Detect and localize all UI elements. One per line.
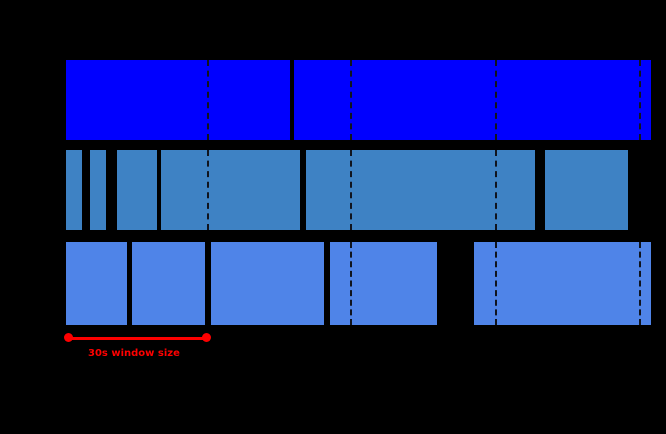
timeline-lane-track-3 [0,242,666,325]
window-marker-line [207,150,209,230]
window-marker-line [350,242,352,325]
timeline-lane-track-2 [0,150,666,230]
window-marker-line [207,60,209,140]
window-size-annotation-line [68,337,207,340]
timeline-lane-track-1 [0,60,666,140]
window-marker-line [639,60,641,140]
timeline-segment[interactable] [132,242,205,325]
window-marker-line [639,242,641,325]
timeline-segment[interactable] [66,242,127,325]
timeline-segment[interactable] [66,150,82,230]
window-size-annotation-start-dot [64,333,73,342]
timeline-segment[interactable] [294,60,651,140]
timeline-segment[interactable] [306,150,535,230]
timeline-segment[interactable] [211,242,324,325]
window-marker-line [495,60,497,140]
window-marker-line [350,60,352,140]
timeline-segment[interactable] [474,242,651,325]
window-marker-line [495,242,497,325]
timeline-segment[interactable] [117,150,157,230]
timeline-segment[interactable] [66,60,290,140]
timeline-segment[interactable] [161,150,300,230]
timeline-segment[interactable] [545,150,628,230]
timeline-segment[interactable] [90,150,106,230]
window-marker-line [350,150,352,230]
window-size-annotation-label: 30s window size [88,348,180,359]
timeline-segment[interactable] [330,242,437,325]
window-size-annotation-end-dot [202,333,211,342]
window-marker-line [495,150,497,230]
